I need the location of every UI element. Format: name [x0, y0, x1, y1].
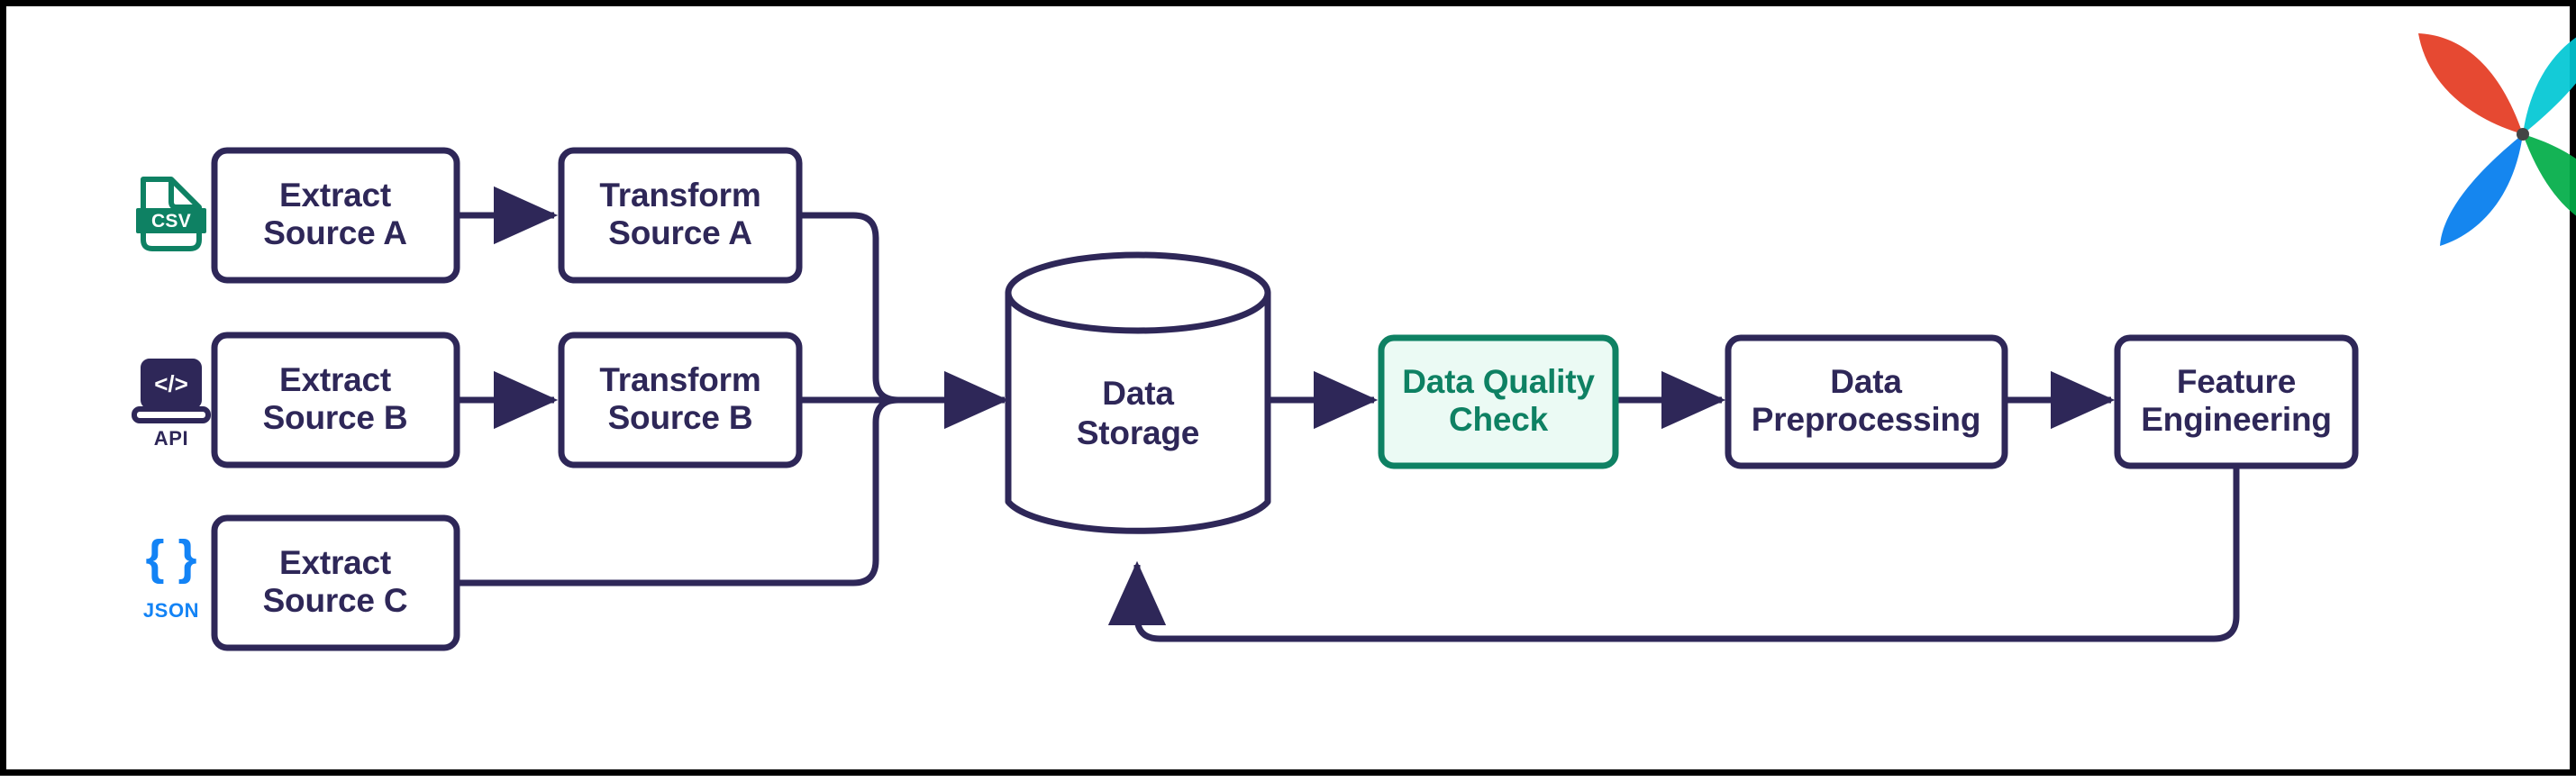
pinwheel-blade-green — [2523, 134, 2576, 216]
node-data-storage[interactable]: Data Storage — [1005, 251, 1271, 534]
json-braces-icon: { } JSON — [143, 531, 199, 622]
transform-source-b-label-line1: Transform — [599, 361, 760, 398]
feature-engineering-label-line1: Feature — [2177, 363, 2296, 400]
node-feature-engineering[interactable]: Feature Engineering — [2114, 334, 2359, 469]
node-transform-source-a[interactable]: Transform Source A — [558, 147, 803, 284]
data-preprocessing-label-line1: Data — [1830, 363, 1902, 400]
extract-source-b-box[interactable] — [211, 332, 460, 468]
transform-source-a-box[interactable] — [558, 147, 803, 284]
transform-source-b-label-line2: Source B — [608, 399, 753, 436]
apache-airflow-pinwheel-logo — [2418, 33, 2576, 246]
node-data-preprocessing[interactable]: Data Preprocessing — [1725, 334, 2008, 469]
data-storage-cylinder-body[interactable] — [1005, 289, 1271, 534]
pinwheel-hub — [2517, 128, 2529, 141]
data-quality-check-box[interactable] — [1378, 334, 1619, 469]
node-extract-source-a[interactable]: Extract Source A — [211, 147, 460, 284]
api-code-glyph: </> — [154, 370, 188, 397]
csv-badge-text: CSV — [151, 211, 191, 232]
pinwheel-blade-cyan — [2523, 37, 2576, 134]
node-extract-source-c[interactable]: Extract Source C — [211, 514, 460, 651]
edge-feedback-loop-to-data-storage — [1107, 468, 2240, 642]
node-transform-source-b[interactable]: Transform Source B — [558, 332, 803, 468]
json-braces-glyph: { } — [145, 531, 196, 585]
feature-engineering-box[interactable] — [2114, 334, 2359, 469]
extract-source-a-label-line2: Source A — [263, 214, 406, 251]
data-preprocessing-label-line2: Preprocessing — [1752, 401, 1980, 438]
extract-source-c-label-line2: Source C — [263, 582, 408, 619]
extract-source-b-label-line2: Source B — [263, 399, 408, 436]
data-quality-check-label-line2: Check — [1449, 401, 1549, 438]
extract-source-c-box[interactable] — [211, 514, 460, 651]
extract-source-a-box[interactable] — [211, 147, 460, 284]
pipeline-diagram: Extract Source A Extract Source B Extrac… — [132, 33, 2576, 651]
api-laptop-base — [132, 406, 211, 423]
transform-source-b-box[interactable] — [558, 332, 803, 468]
pinwheel-blade-red — [2418, 33, 2523, 134]
node-data-quality-check[interactable]: Data Quality Check — [1378, 334, 1619, 469]
extract-source-b-label-line1: Extract — [279, 361, 391, 398]
edge-transform-a-to-bus — [799, 212, 899, 404]
node-extract-source-b[interactable]: Extract Source B — [211, 332, 460, 468]
csv-file-icon: CSV — [136, 177, 206, 251]
api-laptop-icon: </> API — [132, 359, 211, 450]
json-icon-caption: JSON — [143, 599, 199, 622]
data-preprocessing-box[interactable] — [1725, 334, 2008, 469]
feature-engineering-label-line2: Engineering — [2141, 401, 2332, 438]
data-quality-check-label-line1: Data Quality — [1402, 363, 1595, 400]
transform-source-a-label-line2: Source A — [608, 214, 751, 251]
transform-source-a-label-line1: Transform — [599, 177, 760, 214]
pinwheel-blade-blue — [2440, 134, 2523, 246]
data-storage-label-line1: Data — [1102, 375, 1174, 412]
api-icon-caption: API — [154, 427, 188, 450]
extract-source-a-label-line1: Extract — [279, 177, 391, 214]
data-storage-label-line2: Storage — [1077, 414, 1199, 451]
edge-layer — [457, 186, 2240, 642]
csv-badge — [136, 208, 206, 233]
api-laptop-display — [149, 367, 194, 401]
csv-file-fold — [168, 179, 199, 210]
data-storage-cylinder-top — [1005, 251, 1271, 334]
extract-source-c-label-line1: Extract — [279, 544, 391, 581]
